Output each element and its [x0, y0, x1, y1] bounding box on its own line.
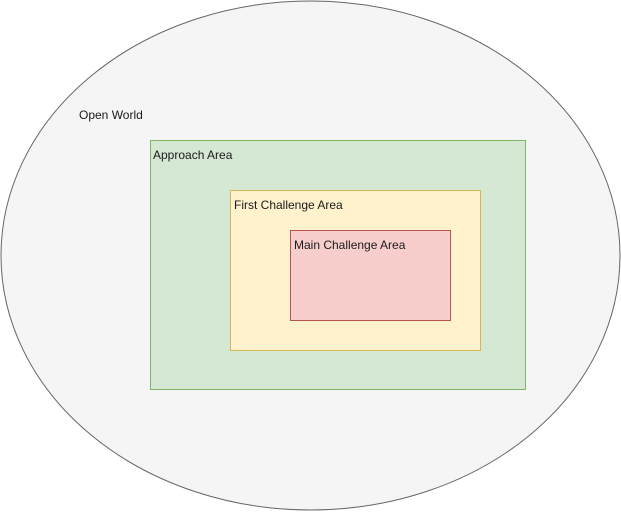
main-challenge-area-label: Main Challenge Area — [294, 238, 406, 252]
approach-area-label: Approach Area — [153, 148, 233, 162]
open-world-label: Open World — [79, 108, 143, 122]
main-challenge-area-zone[interactable] — [290, 230, 451, 321]
first-challenge-area-label: First Challenge Area — [234, 198, 343, 212]
